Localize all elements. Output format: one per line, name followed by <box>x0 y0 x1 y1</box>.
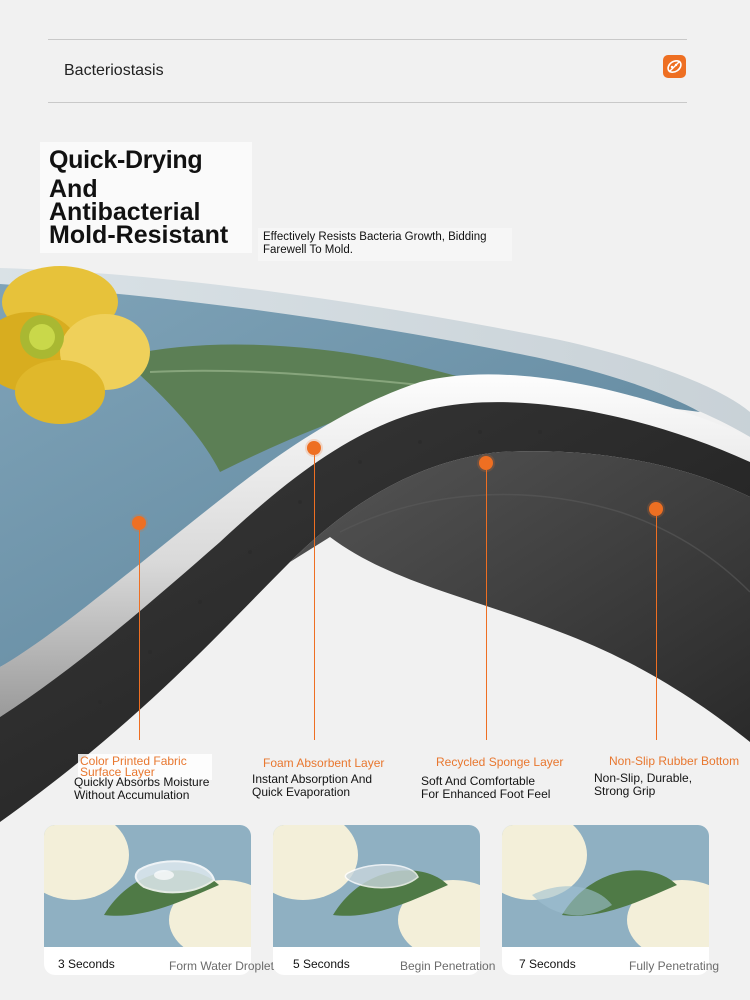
elapsed-time-label: 7 Seconds <box>519 957 576 971</box>
layer-leader-foam <box>314 455 315 740</box>
headline-subtitle: Effectively Resists Bacteria Growth, Bid… <box>258 228 512 261</box>
layer-desc-foam: Instant Absorption And Quick Evaporation <box>252 772 373 799</box>
top-divider <box>48 39 687 40</box>
layer-marker-foam <box>307 441 321 455</box>
layer-leader-rubber <box>656 516 657 740</box>
fabric-swatch-image <box>44 825 251 947</box>
absorption-note-3s: Form Water Droplets <box>169 959 280 973</box>
elapsed-time-label: 5 Seconds <box>293 957 350 971</box>
layer-title-foam: Foam Absorbent Layer <box>263 756 385 770</box>
layer-leader-sponge <box>486 470 487 740</box>
absorption-card-7s: 7 Seconds <box>502 825 709 975</box>
absorption-card-5s: 5 Seconds <box>273 825 480 975</box>
layer-marker-rubber <box>649 502 663 516</box>
layer-marker-surface <box>132 516 146 530</box>
feature-tag-label: Bacteriostasis <box>64 62 164 79</box>
headline-line-1: Quick-Drying <box>49 146 203 174</box>
absorption-note-7s: Fully Penetrating <box>629 959 720 973</box>
bottom-divider <box>48 102 687 103</box>
fabric-swatch-image <box>273 825 480 947</box>
layer-desc-rubber: Non-Slip, Durable, Strong Grip <box>594 771 693 798</box>
elapsed-time-label: 3 Seconds <box>58 957 115 971</box>
headline-block: Quick-Drying And Antibacterial Mold-Resi… <box>40 142 252 253</box>
layer-desc-surface: Quickly Absorbs Moisture Without Accumul… <box>74 775 210 802</box>
fabric-swatch-image <box>502 825 709 947</box>
layer-leader-surface <box>139 530 140 740</box>
layer-desc-sponge: Soft And Comfortable For Enhanced Foot F… <box>421 774 551 801</box>
mat-layers-illustration <box>0 266 750 822</box>
layer-title-surface: Color Printed Fabric Surface Layer <box>78 754 212 780</box>
headline-line-2: And Antibacterial Mold-Resistant <box>49 175 229 249</box>
layer-marker-sponge <box>479 456 493 470</box>
flower-decoration <box>0 266 150 424</box>
bacteria-shield-icon <box>663 55 686 78</box>
absorption-note-5s: Begin Penetration <box>400 959 496 973</box>
layer-title-sponge: Recycled Sponge Layer <box>436 755 564 769</box>
layer-title-rubber: Non-Slip Rubber Bottom <box>609 754 740 768</box>
absorption-card-3s: 3 Seconds <box>44 825 251 975</box>
